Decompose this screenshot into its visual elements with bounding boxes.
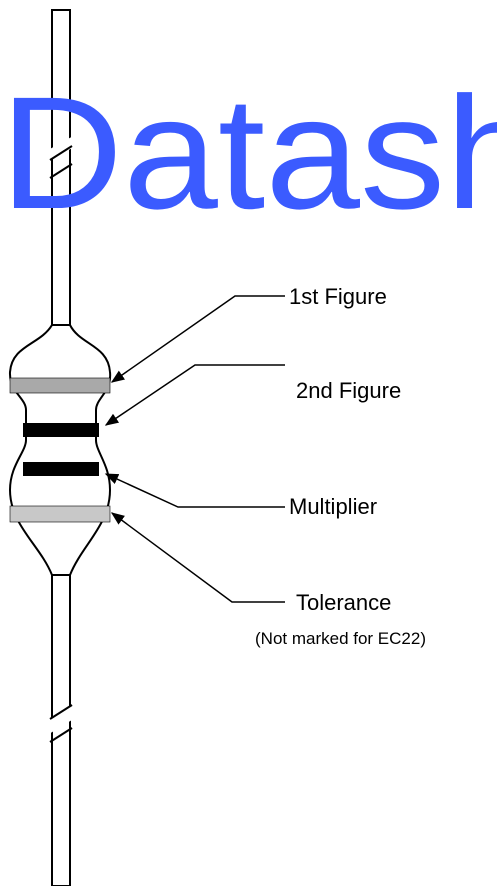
label-first-figure: 1st Figure [289, 284, 387, 309]
watermark-text: Datash [0, 63, 497, 242]
band-multiplier [23, 462, 99, 476]
leader-second-figure [104, 364, 285, 426]
label-tolerance: Tolerance [296, 590, 391, 615]
band-second-figure [23, 423, 99, 437]
resistor-body [8, 324, 112, 576]
leader-multiplier [104, 473, 285, 508]
top-lead [41, 9, 83, 326]
leader-tolerance [110, 512, 285, 603]
bottom-lead [40, 564, 84, 887]
leader-first-figure [110, 295, 285, 383]
label-multiplier: Multiplier [289, 494, 377, 519]
label-tolerance-note: (Not marked for EC22) [255, 629, 426, 648]
label-second-figure: 2nd Figure [296, 378, 401, 403]
band-first-figure [9, 377, 111, 394]
band-tolerance [9, 505, 111, 523]
callout-lines [104, 295, 285, 603]
